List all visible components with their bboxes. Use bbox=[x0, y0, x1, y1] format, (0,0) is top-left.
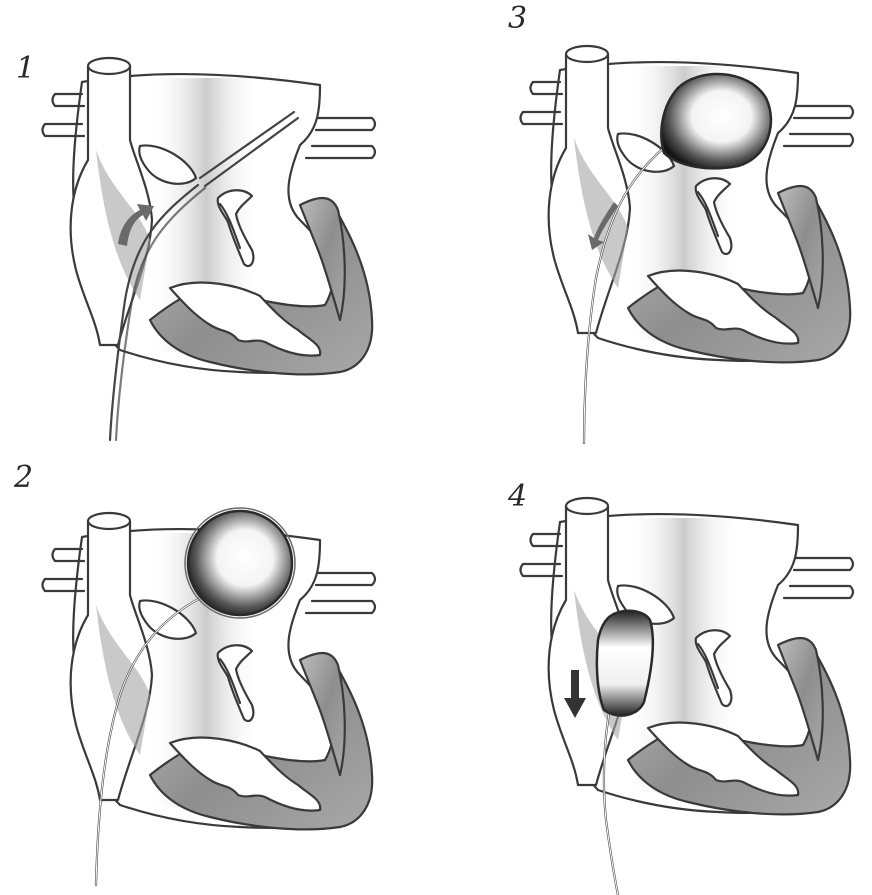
heart-outline bbox=[43, 58, 376, 374]
panel-label-1: 1 bbox=[16, 51, 35, 86]
panel-3: 3 bbox=[508, 1, 853, 443]
heart-outline bbox=[521, 498, 854, 814]
panel-4: 4 bbox=[507, 479, 853, 895]
panel-label-2: 2 bbox=[13, 460, 33, 495]
withdrawn-balloon bbox=[597, 611, 653, 716]
panel-2: 2 bbox=[13, 460, 375, 885]
panel-label-4: 4 bbox=[507, 479, 527, 514]
inflated-balloon bbox=[188, 511, 292, 615]
panel-1: 1 bbox=[16, 51, 375, 440]
inflated-balloon bbox=[661, 74, 771, 168]
panel-label-3: 3 bbox=[508, 1, 527, 36]
